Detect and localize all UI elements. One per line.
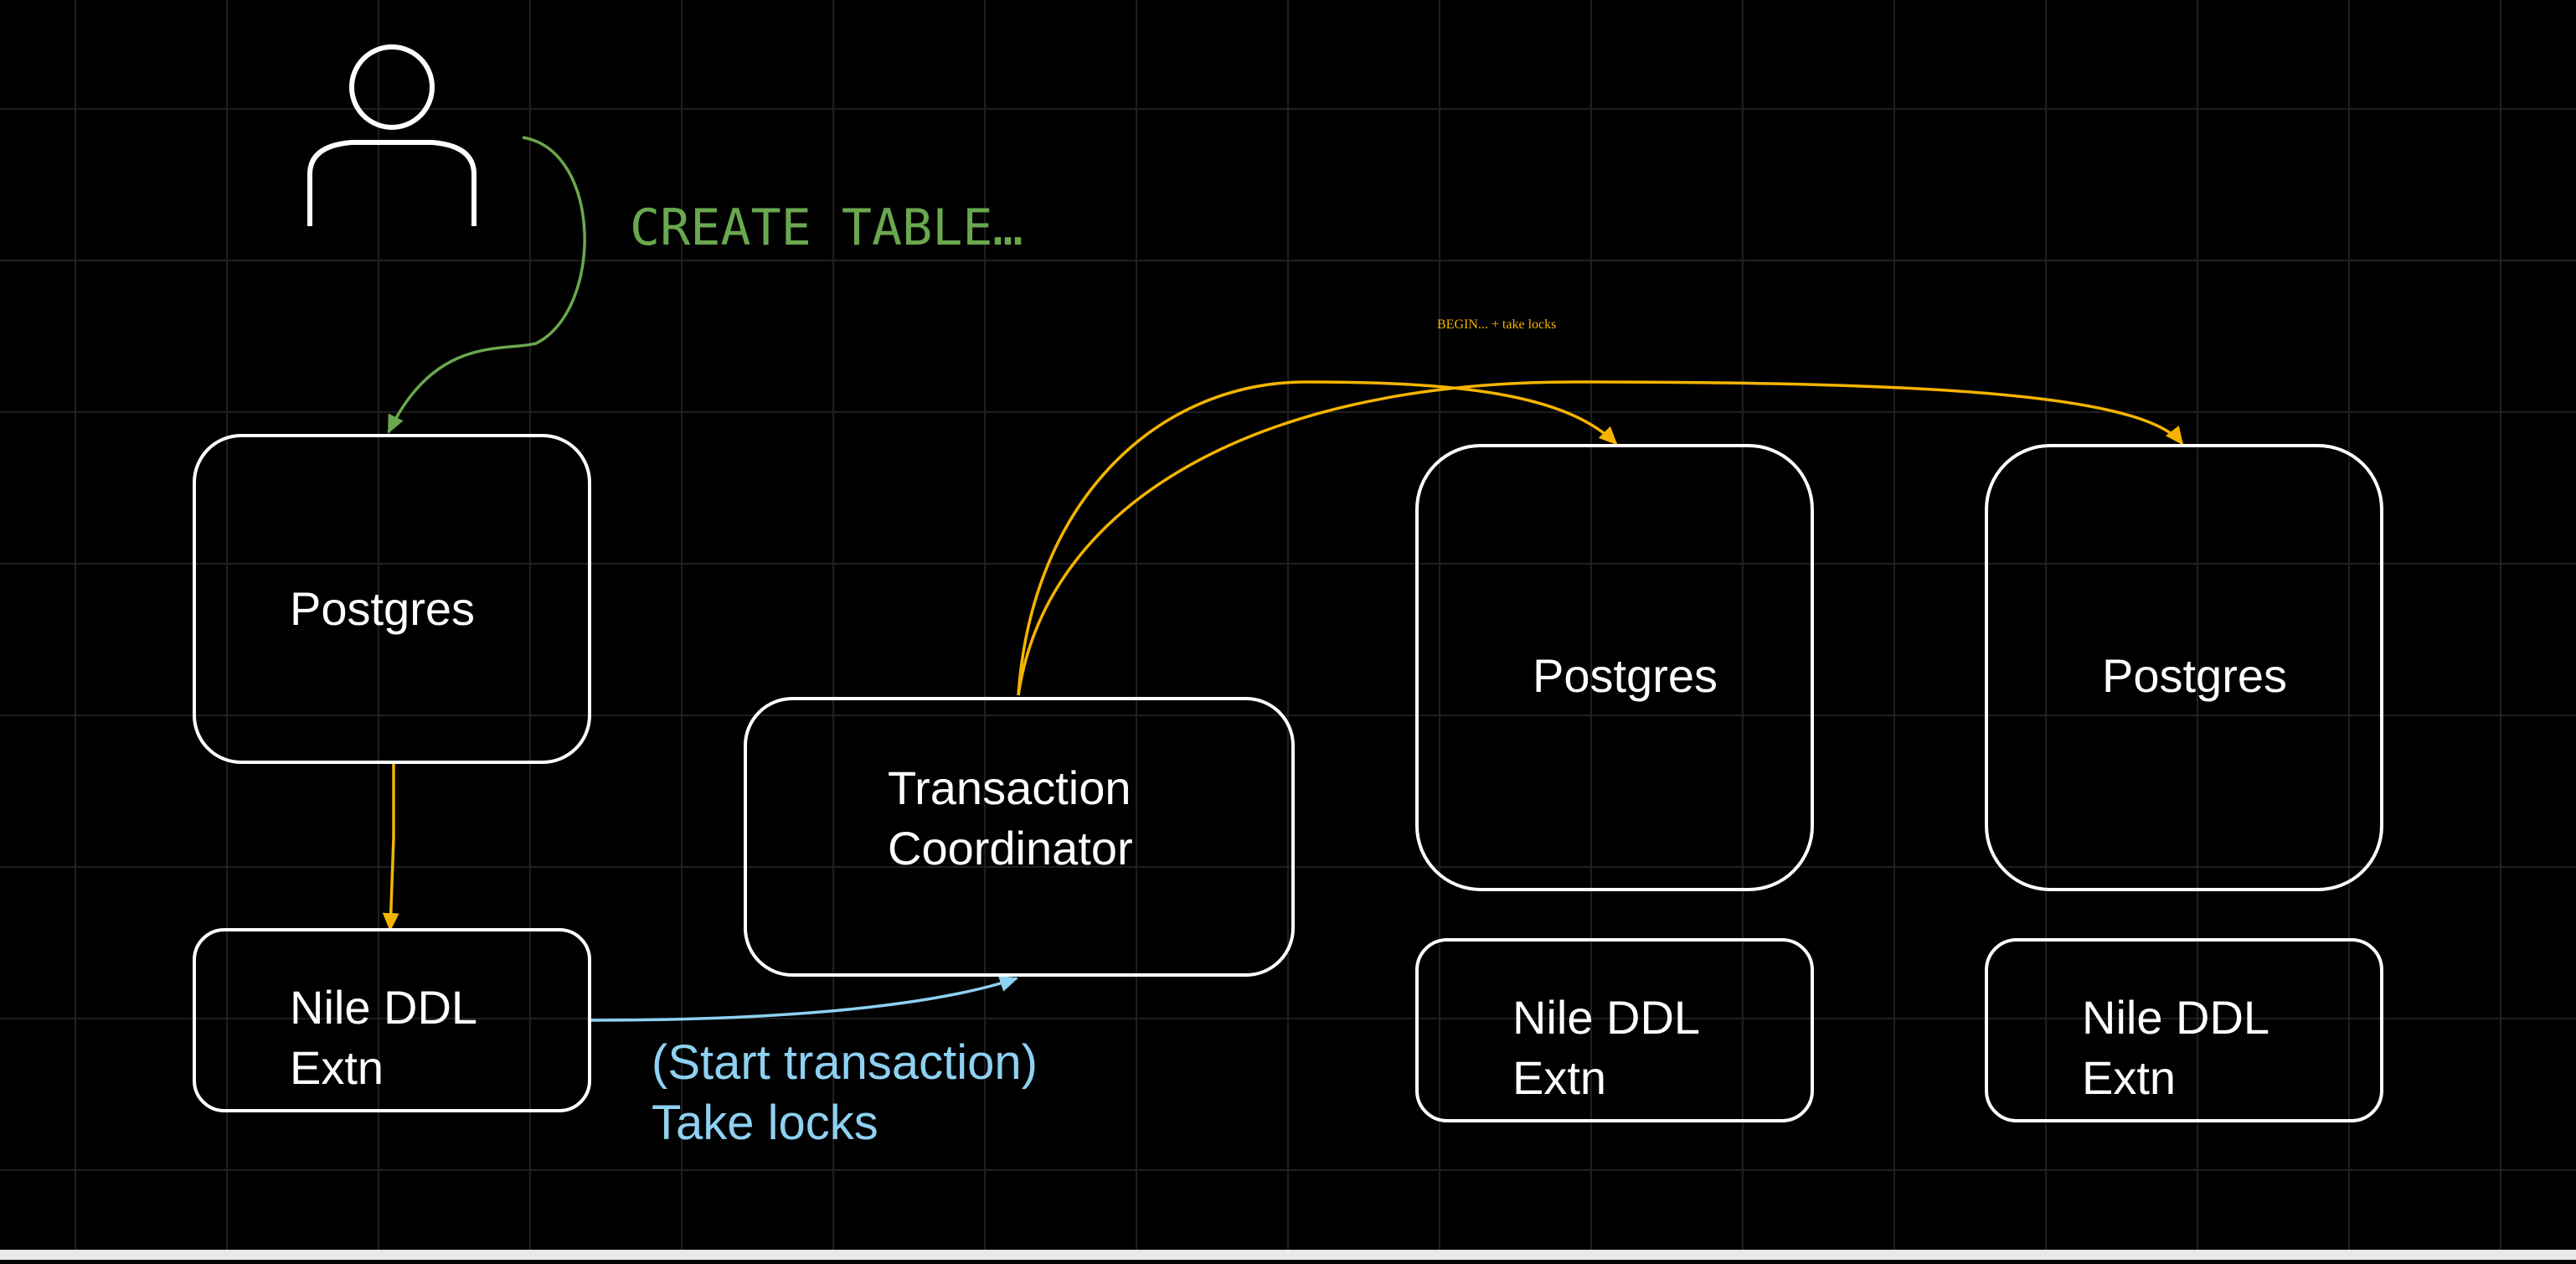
postgres-to-nile-arrow — [382, 762, 399, 931]
nile-3-box — [1985, 938, 2383, 1122]
begin-lock-label: BEGIN... + take locks — [1437, 317, 1556, 332]
bottom-strip — [0, 1250, 2576, 1260]
create-table-label: CREATE TABLE… — [630, 199, 1023, 257]
take-locks-label: + take locks — [1488, 317, 1556, 332]
create-table-arrow — [387, 136, 586, 434]
lock-arrow-postgres-2 — [1017, 380, 1618, 696]
postgres-main-box — [193, 434, 591, 764]
person-icon — [307, 44, 477, 226]
nile-2-label-line1: Nile DDL — [1512, 991, 1700, 1044]
lock-arrow-postgres-3 — [1017, 380, 2184, 696]
coordinator-box — [744, 697, 1295, 977]
nile-main-label-line1: Nile DDL — [290, 981, 477, 1034]
coordinator-label-line2: Coordinator — [888, 822, 1133, 874]
postgres-3-box — [1985, 444, 2383, 891]
postgres-3-label: Postgres — [2102, 649, 2287, 702]
nile-3-label-line2: Extn — [2082, 1051, 2176, 1104]
coordinator-label-line1: Transaction — [888, 761, 1131, 814]
nile-main-label-line2: Extn — [290, 1041, 384, 1094]
start-transaction-arrow — [589, 975, 1018, 1022]
take-locks-transaction-label: Take locks — [652, 1096, 878, 1150]
postgres-main-label: Postgres — [290, 582, 475, 635]
postgres-2-box — [1415, 444, 1814, 891]
begin-mono-label: BEGIN... — [1437, 317, 1488, 332]
nile-main-box — [193, 928, 591, 1112]
postgres-2-label: Postgres — [1533, 649, 1718, 702]
nile-2-label-line2: Extn — [1512, 1051, 1606, 1104]
nile-3-label-line1: Nile DDL — [2082, 991, 2269, 1044]
nile-2-box — [1415, 938, 1814, 1122]
start-transaction-label: (Start transaction) — [652, 1035, 1038, 1090]
